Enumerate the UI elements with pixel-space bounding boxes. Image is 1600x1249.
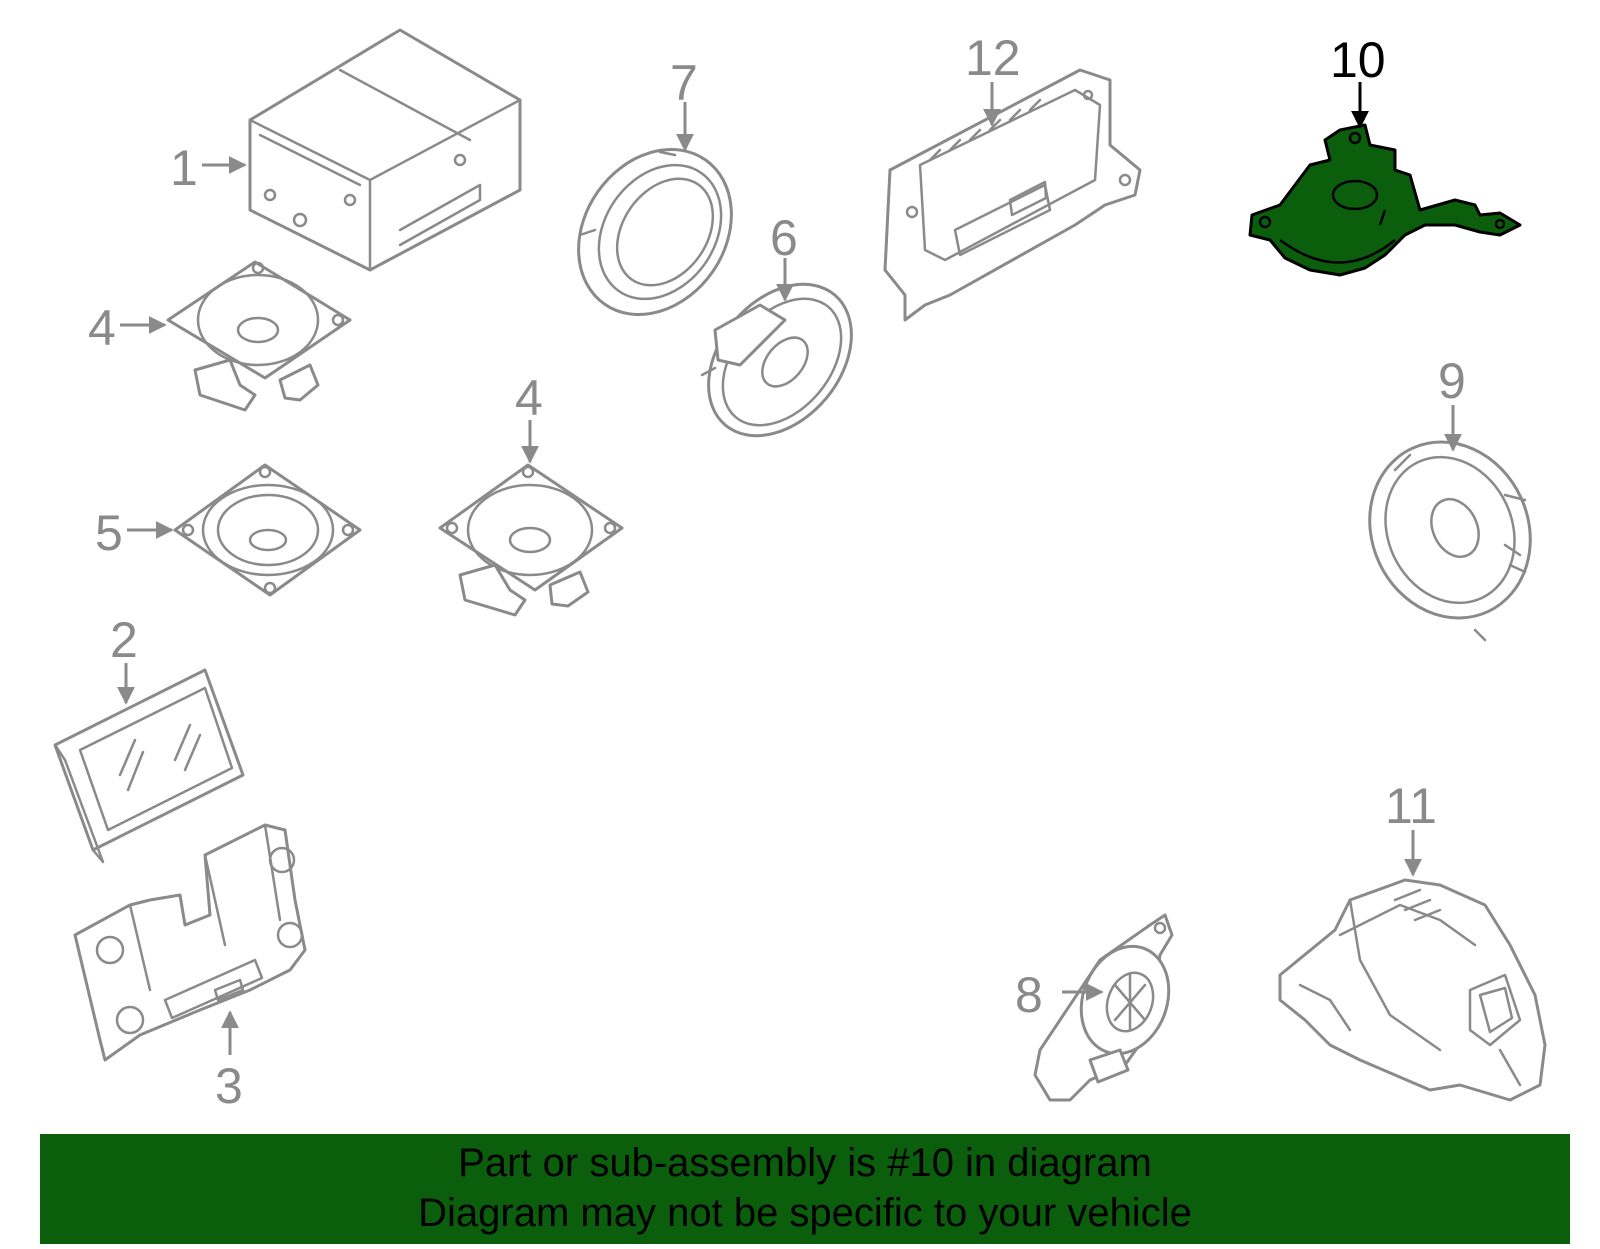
callout-6: 6 xyxy=(770,210,798,266)
part-3-control-panel[interactable] xyxy=(73,823,307,1062)
callout-7: 7 xyxy=(670,55,698,111)
callout-4b: 4 xyxy=(515,370,543,426)
part-12-amplifier[interactable] xyxy=(883,68,1142,322)
caption-line-1: Part or sub-assembly is #10 in diagram xyxy=(458,1141,1152,1185)
part-8-tweeter[interactable] xyxy=(1033,913,1183,1102)
callout-12: 12 xyxy=(965,30,1021,86)
part-4-speaker-center[interactable] xyxy=(438,463,624,617)
part-1-radio-unit[interactable] xyxy=(248,28,522,272)
callout-5: 5 xyxy=(95,505,123,561)
part-4-speaker-left[interactable] xyxy=(166,260,352,412)
callout-3: 3 xyxy=(215,1058,243,1114)
callout-4a: 4 xyxy=(88,300,116,356)
part-5-speaker[interactable] xyxy=(173,463,362,597)
part-11-subwoofer-housing[interactable] xyxy=(1278,878,1547,1102)
callout-1: 1 xyxy=(170,140,198,196)
callout-10: 10 xyxy=(1330,32,1386,88)
callout-2: 2 xyxy=(110,612,138,668)
part-2-display[interactable] xyxy=(53,668,245,864)
part-9-door-speaker[interactable] xyxy=(1341,415,1558,644)
callout-8: 8 xyxy=(1015,967,1043,1023)
callout-11: 11 xyxy=(1385,778,1437,834)
part-7-speaker-adapter[interactable] xyxy=(547,120,763,344)
callout-9: 9 xyxy=(1438,353,1466,409)
caption-banner: Part or sub-assembly is #10 in diagram D… xyxy=(40,1134,1570,1244)
part-6-oval-speaker[interactable] xyxy=(679,256,880,463)
part-10-subwoofer-bracket[interactable] xyxy=(1248,123,1522,277)
caption-line-2: Diagram may not be specific to your vehi… xyxy=(418,1191,1192,1235)
